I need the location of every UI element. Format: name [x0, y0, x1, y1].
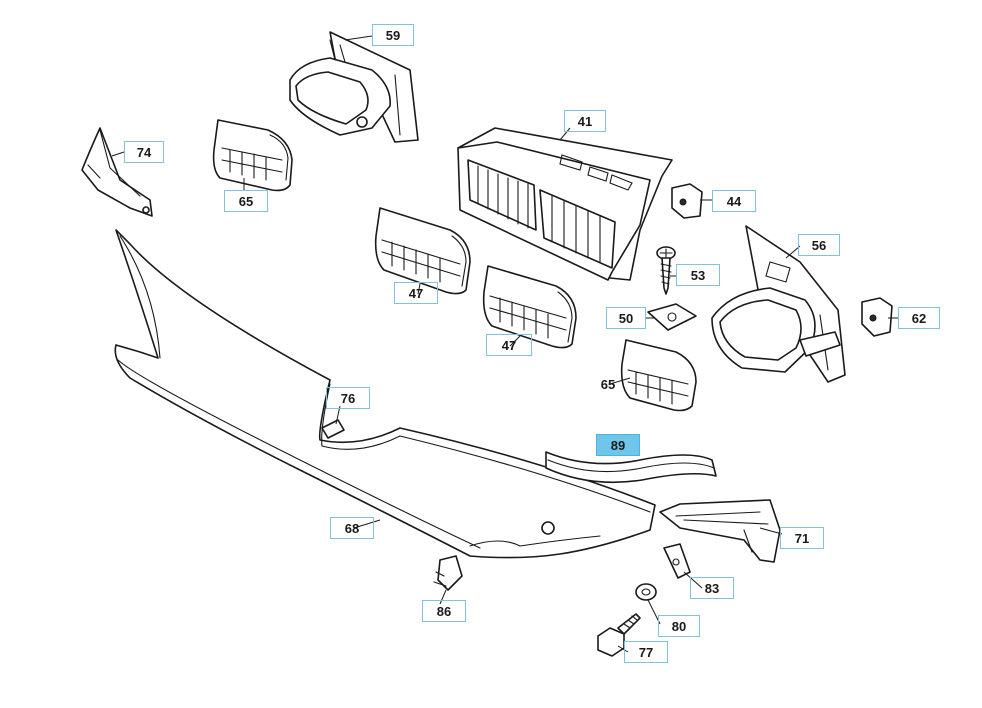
part-89-seal-strip — [545, 451, 717, 484]
part-80-washer — [635, 583, 657, 601]
part-62-clip — [861, 297, 893, 337]
callout-76[interactable]: 76 — [326, 387, 370, 409]
part-50-clip-nut — [647, 303, 697, 331]
callout-47-b[interactable]: 47 — [486, 334, 532, 356]
callout-62[interactable]: 62 — [898, 307, 940, 329]
callout-56[interactable]: 56 — [798, 234, 840, 256]
part-74-left-bracket — [81, 127, 153, 217]
leader-lines — [111, 35, 898, 653]
part-53-screw — [656, 246, 676, 295]
part-86-push-clip — [433, 555, 463, 591]
callout-47-a[interactable]: 47 — [394, 282, 438, 304]
part-71-right-bracket — [659, 499, 781, 563]
callout-53[interactable]: 53 — [676, 264, 720, 286]
part-77-bolt — [597, 613, 641, 657]
callout-80[interactable]: 80 — [658, 615, 700, 637]
callout-68[interactable]: 68 — [330, 517, 374, 539]
callout-83[interactable]: 83 — [690, 577, 734, 599]
part-44-clip — [671, 183, 703, 219]
callout-44[interactable]: 44 — [712, 190, 756, 212]
part-68-cowl-panel — [114, 229, 656, 559]
callout-89[interactable]: 89 — [596, 434, 640, 456]
part-41-center-grille — [457, 127, 673, 281]
callout-65-lower[interactable]: 65 — [600, 376, 616, 392]
part-65-grille-upper — [212, 119, 293, 192]
callout-59[interactable]: 59 — [372, 24, 414, 46]
part-65-grille-lower — [620, 339, 697, 412]
part-47-grille-a — [374, 207, 471, 295]
part-59-vent-nozzle — [289, 31, 419, 143]
part-83-clip-plate — [663, 543, 691, 579]
callout-77[interactable]: 77 — [624, 641, 668, 663]
part-47-grille-b — [482, 265, 577, 349]
callout-41[interactable]: 41 — [564, 110, 606, 132]
callout-65-upper[interactable]: 65 — [224, 190, 268, 212]
callout-86[interactable]: 86 — [422, 600, 466, 622]
part-56-right-nozzle — [711, 225, 846, 383]
callout-71[interactable]: 71 — [780, 527, 824, 549]
callout-50[interactable]: 50 — [606, 307, 646, 329]
callout-74[interactable]: 74 — [124, 141, 164, 163]
